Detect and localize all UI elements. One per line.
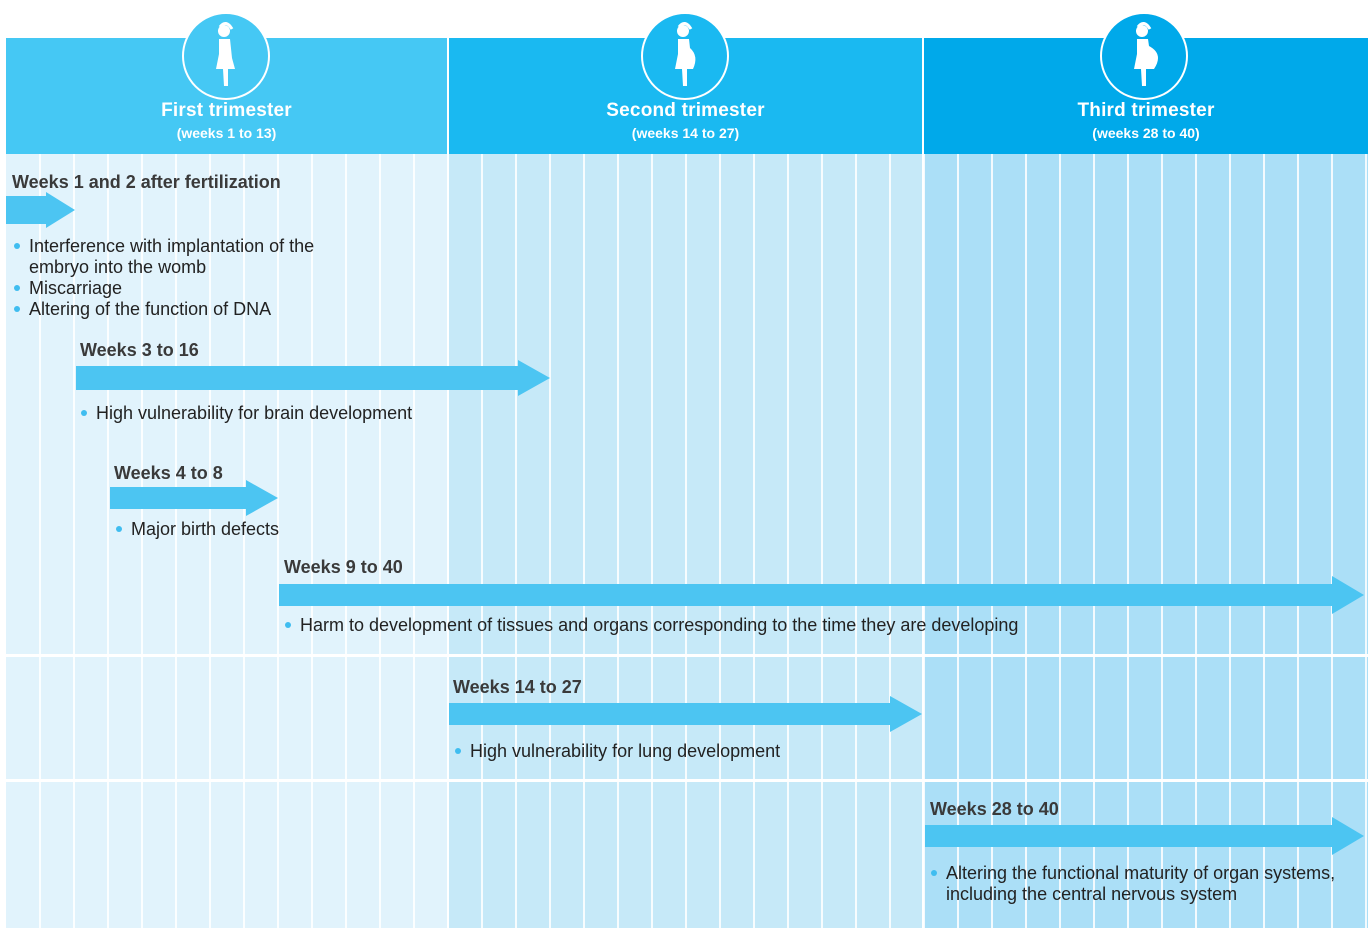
week-gridline [685, 154, 687, 928]
bullet-icon [14, 306, 20, 312]
week-gridline [821, 154, 823, 928]
week-gridline [889, 154, 891, 928]
week-gridline [1229, 154, 1231, 928]
bullet-icon [14, 243, 20, 249]
period-label: Weeks 28 to 40 [930, 799, 1059, 819]
week-gridline [175, 154, 177, 928]
bullet-icon [455, 748, 461, 754]
week-gridline [1195, 154, 1197, 928]
week-gridline [481, 154, 483, 928]
week-gridline [141, 154, 143, 928]
third-trimester-header: Third trimester (weeks 28 to 40) [924, 12, 1368, 154]
period-arrow [279, 576, 1364, 614]
week-gridline [651, 154, 653, 928]
week-gridline [549, 154, 551, 928]
week-gridline [39, 154, 41, 928]
week-gridline [1331, 154, 1333, 928]
week-gridline [753, 154, 755, 928]
effects-list: Harm to development of tissues and organ… [282, 615, 1352, 636]
week-gridline [413, 154, 415, 928]
week-gridline [1297, 154, 1299, 928]
week-gridline [1059, 154, 1061, 928]
week-gridline [719, 154, 721, 928]
period-label: Weeks 4 to 8 [114, 463, 223, 483]
week-gridline [1263, 154, 1265, 928]
third-trimester-column [924, 154, 1368, 928]
trimester-weeks: (weeks 14 to 27) [631, 125, 740, 141]
bullet-icon [285, 622, 291, 628]
list-item: High vulnerability for brain development [78, 403, 578, 424]
trimester-weeks: (weeks 1 to 13) [176, 125, 277, 141]
week-gridline [923, 154, 925, 928]
period-arrow [449, 696, 922, 732]
period-label: Weeks 3 to 16 [80, 340, 199, 360]
list-item: High vulnerability for lung development [452, 741, 912, 762]
period-arrow [76, 360, 550, 396]
week-gridline [1365, 154, 1367, 928]
week-gridline [379, 154, 381, 928]
trimester-title: Third trimester [1077, 100, 1215, 121]
period-arrow [925, 817, 1364, 855]
list-item: Altering of the function of DNA [11, 299, 331, 320]
pregnant-woman-late-icon [1100, 12, 1188, 100]
pregnant-woman-mid-icon [641, 12, 729, 100]
week-gridline [515, 154, 517, 928]
period-arrow [110, 480, 278, 516]
section-divider [6, 779, 1368, 782]
period-label: Weeks 14 to 27 [453, 677, 582, 697]
period-label: Weeks 9 to 40 [284, 557, 403, 577]
week-gridline [787, 154, 789, 928]
trimester-title: Second trimester [606, 100, 765, 121]
list-item: Altering the functional maturity of orga… [928, 863, 1338, 905]
week-gridline [991, 154, 993, 928]
week-gridline [447, 154, 449, 928]
week-gridline [583, 154, 585, 928]
first-trimester-header: First trimester (weeks 1 to 13) [6, 12, 447, 154]
list-item: Interference with implantation of the em… [11, 236, 331, 278]
week-gridline [957, 154, 959, 928]
effects-list: High vulnerability for brain development [78, 403, 578, 424]
week-gridline [209, 154, 211, 928]
bullet-icon [931, 870, 937, 876]
bullet-icon [14, 285, 20, 291]
list-item: Major birth defects [113, 519, 413, 540]
period-label: Weeks 1 and 2 after fertilization [12, 172, 281, 192]
pregnant-woman-early-icon [182, 12, 270, 100]
effects-list: Interference with implantation of the em… [11, 236, 331, 320]
week-gridline [345, 154, 347, 928]
effects-list: Altering the functional maturity of orga… [928, 863, 1338, 905]
list-item: Harm to development of tissues and organ… [282, 615, 1352, 636]
first-trimester-column [6, 154, 447, 928]
second-trimester-header: Second trimester (weeks 14 to 27) [449, 12, 922, 154]
trimester-weeks: (weeks 28 to 40) [1092, 125, 1200, 141]
week-gridline [1127, 154, 1129, 928]
week-gridline [277, 154, 279, 928]
week-gridline [73, 154, 75, 928]
effects-list: Major birth defects [113, 519, 413, 540]
bullet-icon [81, 410, 87, 416]
period-arrow [6, 192, 75, 228]
bullet-icon [116, 526, 122, 532]
list-item: Miscarriage [11, 278, 331, 299]
week-gridline [243, 154, 245, 928]
section-divider [6, 654, 1368, 657]
week-gridline [855, 154, 857, 928]
week-gridline [617, 154, 619, 928]
trimester-title: First trimester [161, 100, 292, 121]
effects-list: High vulnerability for lung development [452, 741, 912, 762]
week-gridline [311, 154, 313, 928]
week-gridline [1093, 154, 1095, 928]
week-gridline [107, 154, 109, 928]
week-gridline [1161, 154, 1163, 928]
week-gridline [1025, 154, 1027, 928]
